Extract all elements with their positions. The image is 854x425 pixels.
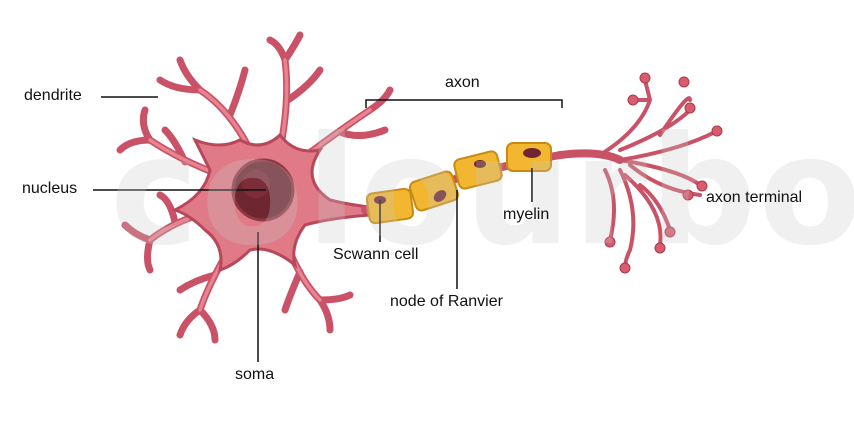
- label-soma: soma: [235, 366, 275, 383]
- axon-terminals: [598, 78, 717, 270]
- leader-lines: [93, 96, 563, 362]
- label-axon-terminal: axon terminal: [706, 189, 803, 206]
- label-myelin: myelin: [503, 206, 550, 223]
- schwann-cell-2: [409, 170, 459, 212]
- label-node-of-ranvier: node of Ranvier: [390, 293, 503, 310]
- label-dendrite: dendrite: [24, 87, 82, 104]
- myelin-sheaths: [365, 142, 552, 225]
- label-axon: axon: [445, 74, 480, 91]
- terminal-bulbs: [604, 72, 723, 274]
- label-nucleus: nucleus: [22, 180, 78, 197]
- schwann-cell-1: [365, 187, 415, 225]
- schwann-cell-3: [453, 150, 503, 190]
- dendrites-fill: [148, 58, 372, 312]
- label-schwann-cell: Scwann cell: [333, 246, 419, 263]
